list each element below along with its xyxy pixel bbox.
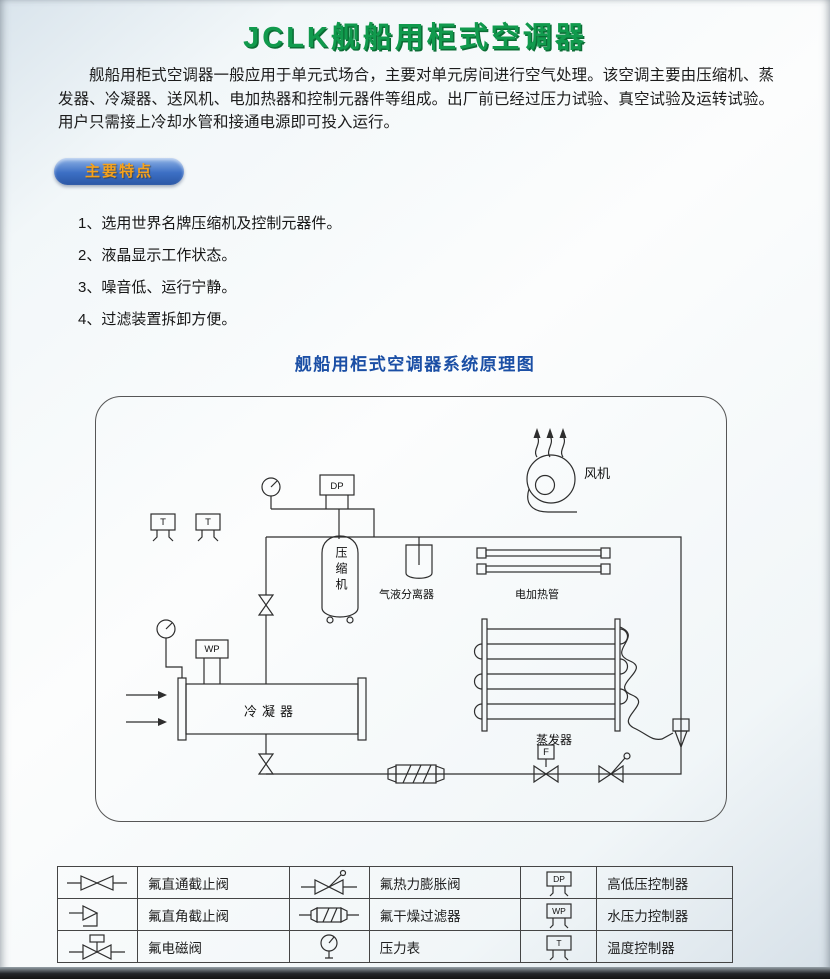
expansion-device-icon: [672, 718, 690, 749]
water-pressure-controller-icon: WP: [546, 902, 572, 928]
svg-text:F: F: [543, 747, 549, 758]
evaporator-coil-icon: [473, 618, 629, 732]
stop-valve-condenser-outlet-icon: [257, 753, 275, 775]
legend-symbol-cell: DP: [520, 866, 598, 899]
thermal-expansion-valve-icon: [301, 869, 358, 895]
feature-item: 3、噪音低、运行宁静。: [78, 279, 237, 296]
legend-label: 氟电磁阀: [136, 930, 290, 963]
high-low-pressure-controller-icon: DP: [319, 474, 355, 496]
features-heading-label: 主要特点: [84, 163, 153, 180]
svg-text:WP: WP: [204, 644, 219, 655]
pipe-network: [265, 495, 682, 775]
temperature-sensor-icon-1: T: [150, 513, 176, 542]
legend-table: 氟直通截止阀 氟热力膨胀阀 DP 高低压控制器: [57, 866, 733, 963]
legend-symbol-cell: T: [520, 930, 598, 963]
legend-row: 氟电磁阀 压力表 T 温度控制器: [57, 930, 733, 963]
feature-item: 4、过滤装置拆卸方便。: [78, 311, 237, 328]
page-title: JCLK舰船用柜式空调器: [243, 22, 587, 54]
system-schematic: T T DP: [95, 396, 727, 822]
water-inlet-arrows: [126, 691, 167, 726]
legend-label: 高低压控制器: [596, 866, 733, 899]
legend-symbol-cell: [57, 930, 138, 963]
temperature-sensor-icon-2: T: [195, 513, 221, 542]
thermal-expansion-valve-icon: [598, 752, 631, 784]
svg-text:DP: DP: [330, 481, 343, 492]
fan-icon: [526, 454, 577, 513]
solenoid-valve-icon: [69, 933, 126, 960]
compressor-icon: [321, 535, 359, 624]
angle-stop-valve-icon: [69, 904, 99, 927]
legend-symbol-cell: [288, 898, 370, 931]
legend-label: 氟热力膨胀阀: [368, 866, 522, 899]
svg-text:WP: WP: [552, 906, 566, 916]
exhaust-air-arrows: [533, 428, 567, 458]
legend-symbol-cell: WP: [520, 898, 598, 931]
legend-symbol-cell: [57, 898, 138, 931]
features-list: 1、选用世界名牌压缩机及控制元器件。 2、液晶显示工作状态。 3、噪音低、运行宁…: [78, 212, 341, 340]
stop-valve-discharge-icon: [257, 594, 275, 616]
intro-paragraph: 舰船用柜式空调器一般应用于单元式场合，主要对单元房间进行空气处理。该空调主要由压…: [58, 67, 774, 131]
electric-heater-tubes-icon: [476, 547, 611, 575]
feature-item: 1、选用世界名牌压缩机及控制元器件。: [78, 215, 342, 232]
condenser-pressure-gauge-icon: [156, 619, 183, 678]
svg-text:T: T: [160, 517, 166, 528]
legend-label: 氟直角截止阀: [136, 898, 290, 931]
svg-text:DP: DP: [553, 874, 565, 884]
feature-item: 2、液晶显示工作状态。: [78, 247, 237, 264]
legend-row: 氟直角截止阀 氟干燥过滤器 WP 水压力控制器: [57, 898, 733, 931]
legend-label: 氟干燥过滤器: [368, 898, 522, 931]
svg-text:T: T: [205, 517, 211, 528]
heater-label: 电加热管: [515, 589, 559, 601]
condenser-label: 冷凝器: [244, 704, 299, 719]
dry-filter-icon: [387, 764, 445, 784]
gas-liquid-separator-icon: [405, 537, 433, 579]
temperature-controller-icon: T: [546, 934, 572, 960]
legend-label: 压力表: [368, 930, 522, 963]
fan-label: 风机: [584, 466, 611, 481]
schematic-drawing: T T DP: [126, 428, 690, 784]
legend-label: 水压力控制器: [596, 898, 733, 931]
scan-edge-artifact: [0, 967, 830, 979]
legend-symbol-cell: [288, 866, 370, 899]
pressure-gauge-icon: [320, 933, 338, 959]
legend-row: 氟直通截止阀 氟热力膨胀阀 DP 高低压控制器: [57, 866, 733, 899]
legend-label: 温度控制器: [596, 930, 733, 963]
svg-text:T: T: [556, 938, 561, 948]
high-low-pressure-controller-icon: DP: [546, 870, 572, 896]
discharge-pressure-gauge-icon: [261, 477, 281, 497]
water-pressure-controller-icon: WP: [195, 639, 229, 684]
capillary-tube: [619, 626, 674, 740]
compressor-label: 压缩机: [334, 546, 348, 594]
separator-label: 气液分离器: [379, 589, 434, 601]
features-heading-badge: 主要特点: [54, 158, 184, 185]
legend-label: 氟直通截止阀: [136, 866, 290, 899]
legend-symbol-cell: [57, 866, 138, 899]
legend-symbol-cell: [288, 930, 370, 963]
diagram-title: 舰船用柜式空调器系统原理图: [294, 355, 536, 374]
straight-stop-valve-icon: [67, 874, 128, 891]
solenoid-valve-icon: F: [533, 744, 559, 784]
evaporator-label: 蒸发器: [536, 733, 573, 747]
dry-filter-icon: [299, 906, 360, 923]
